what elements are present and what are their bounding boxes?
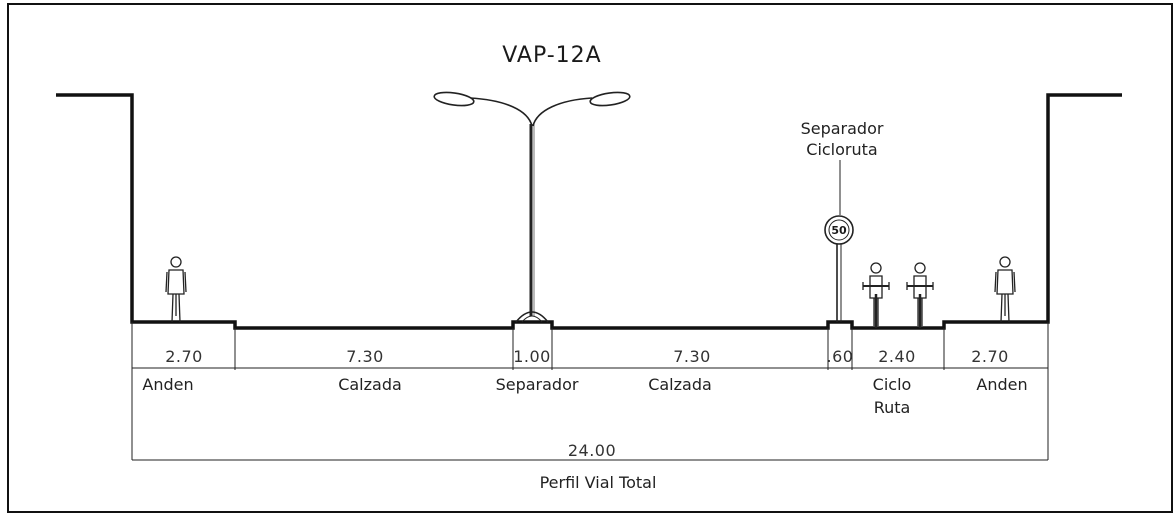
ground-profile <box>56 93 1122 330</box>
segment-width: 2.70 <box>971 347 1009 366</box>
cyclist-icon <box>906 262 934 328</box>
pedestrian-icon <box>994 256 1016 323</box>
segment-width: 7.30 <box>673 347 711 366</box>
cyclist-icon <box>862 262 890 328</box>
segment-width: .60 <box>827 347 854 366</box>
cicloruta-separator-sign: Separador Cicloruta 50 <box>801 119 884 322</box>
segment-width: 2.40 <box>878 347 916 366</box>
segment-label: Separador <box>496 375 579 394</box>
speed-limit-value: 50 <box>831 224 847 237</box>
total-label: Perfil Vial Total <box>540 473 657 492</box>
segment-label: Anden <box>142 375 193 394</box>
street-light-icon <box>433 91 631 323</box>
segment-label: Anden <box>976 375 1027 394</box>
pedestrian-icon <box>165 256 187 323</box>
sign-caption-line-2: Cicloruta <box>806 140 877 159</box>
section-title: VAP-12A <box>502 43 601 68</box>
sign-caption-line-1: Separador <box>801 119 884 138</box>
dimension-lines <box>131 322 1049 461</box>
segment-label: Ruta <box>874 398 911 417</box>
segment-label: Ciclo <box>873 375 912 394</box>
segment-width: 2.70 <box>165 347 203 366</box>
drawing-frame <box>7 3 1173 513</box>
segment-width: 7.30 <box>346 347 384 366</box>
segment-width: 1.00 <box>513 347 551 366</box>
segment-label: Calzada <box>338 375 402 394</box>
total-width: 24.00 <box>568 441 616 460</box>
segment-label: Calzada <box>648 375 712 394</box>
people-figures <box>165 256 1016 328</box>
